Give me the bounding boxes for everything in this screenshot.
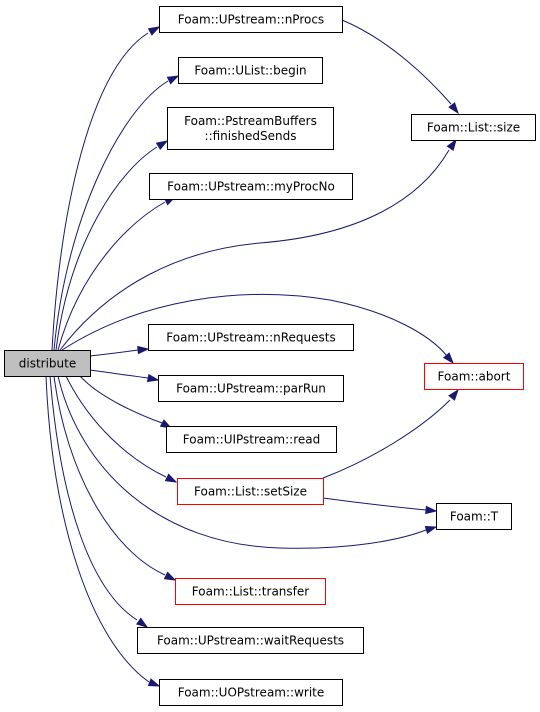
node-abort[interactable]: Foam::abort — [424, 363, 524, 390]
node-box — [159, 679, 343, 706]
node-parRun[interactable]: Foam::UPstream::parRun — [158, 375, 344, 402]
node-read[interactable]: Foam::UIPstream::read — [166, 426, 337, 453]
edge-distribute-to-transfer — [53, 375, 177, 581]
node-transfer[interactable]: Foam::List::transfer — [175, 578, 326, 605]
edge-line — [322, 497, 427, 511]
node-box — [159, 6, 343, 33]
node-label: Foam::PstreamBuffers — [184, 114, 317, 128]
edge-arrowhead — [137, 345, 150, 355]
edge-arrowhead — [155, 140, 169, 151]
edge-arrowhead — [164, 473, 178, 483]
edge-line — [79, 375, 163, 424]
edge-arrowhead — [135, 617, 149, 628]
edge-distribute-to-size — [59, 138, 457, 351]
edge-distribute-to-parRun — [89, 369, 160, 383]
edge-distribute-to-nRequests — [89, 345, 150, 357]
node-box — [137, 627, 364, 654]
node-waitRequests[interactable]: Foam::UPstream::waitRequests — [137, 627, 364, 654]
edge-arrowhead — [448, 102, 459, 115]
edge-distribute-to-waitRequests — [49, 375, 149, 628]
edge-arrowhead — [147, 26, 161, 36]
edge-line — [51, 32, 149, 351]
node-label: Foam::UPstream::parRun — [176, 382, 326, 396]
node-label: Foam::UPstream::nProcs — [178, 13, 324, 27]
node-size[interactable]: Foam::List::size — [411, 114, 536, 141]
node-label: Foam::UPstream::waitRequests — [157, 634, 344, 648]
edge-arrowhead — [147, 678, 161, 687]
edge-line — [89, 349, 139, 357]
node-label: Foam::UIPstream::read — [183, 433, 320, 447]
edge-arrowhead — [163, 571, 177, 581]
edge-line — [59, 149, 450, 351]
node-label: Foam::UList::begin — [194, 64, 306, 78]
edge-arrowhead — [146, 373, 160, 383]
edge-line — [322, 399, 451, 479]
node-nRequests[interactable]: Foam::UPstream::nRequests — [148, 324, 354, 351]
node-box — [158, 375, 344, 402]
node-label: Foam::T — [450, 510, 499, 524]
edge-line — [65, 375, 167, 478]
node-label: Foam::UPstream::myProcNo — [167, 180, 335, 194]
edge-arrowhead — [442, 352, 454, 365]
edge-line — [61, 293, 448, 357]
node-write[interactable]: Foam::UOPstream::write — [159, 679, 343, 706]
node-label: Foam::List::transfer — [192, 585, 309, 599]
node-label: Foam::UOPstream::write — [178, 686, 325, 700]
edge-line — [53, 375, 166, 576]
node-box — [177, 478, 324, 505]
nodes-layer: distribute Foam::UPstream::nProcsFoam::UL… — [4, 6, 536, 706]
edge-distribute-to-setSize — [65, 375, 178, 483]
node-label: distribute — [19, 357, 77, 371]
node-label: ::finishedSends — [205, 129, 297, 143]
node-box — [436, 503, 512, 530]
edge-setSize-to-T — [322, 497, 438, 515]
edge-line — [57, 201, 166, 351]
edge-arrowhead — [448, 388, 459, 401]
node-label: Foam::UPstream::nRequests — [166, 331, 336, 345]
node-box — [4, 350, 91, 377]
edge-line — [55, 146, 158, 351]
edge-distribute-to-nProcs — [51, 26, 161, 351]
node-label: Foam::abort — [438, 370, 511, 384]
node-box — [424, 363, 524, 390]
edge-arrowhead — [425, 505, 438, 515]
edge-line — [49, 375, 138, 621]
edge-arrowhead — [166, 75, 180, 85]
edge-line — [57, 375, 427, 549]
node-finishedSends[interactable]: Foam::PstreamBuffers::finishedSends — [167, 107, 334, 150]
edge-line — [45, 375, 150, 683]
node-myProcNo[interactable]: Foam::UPstream::myProcNo — [149, 173, 353, 200]
edge-arrowhead — [424, 525, 438, 535]
node-box — [148, 324, 354, 351]
edge-distribute-to-write — [45, 375, 161, 687]
node-label: Foam::List::size — [427, 121, 520, 135]
edge-distribute-to-finishedSends — [55, 140, 169, 351]
node-begin[interactable]: Foam::UList::begin — [178, 57, 323, 84]
node-distribute[interactable]: distribute — [4, 350, 91, 377]
node-box — [411, 114, 536, 141]
edge-line — [53, 80, 169, 351]
node-box — [167, 107, 334, 150]
node-setSize[interactable]: Foam::List::setSize — [177, 478, 324, 505]
node-T[interactable]: Foam::T — [436, 503, 512, 530]
edge-line — [341, 19, 452, 105]
edge-nProcs-to-size — [341, 19, 459, 115]
edge-setSize-to-abort — [322, 388, 459, 479]
edge-distribute-to-abort — [61, 293, 454, 365]
edge-distribute-to-read — [79, 375, 173, 429]
node-box — [178, 57, 323, 84]
node-box — [166, 426, 337, 453]
node-nProcs[interactable]: Foam::UPstream::nProcs — [159, 6, 343, 33]
node-label: Foam::List::setSize — [194, 485, 307, 499]
node-box — [175, 578, 326, 605]
edge-distribute-to-T — [57, 375, 438, 549]
edge-distribute-to-begin — [53, 75, 180, 351]
node-box — [149, 173, 353, 200]
edges-layer — [45, 19, 459, 687]
edge-arrowhead — [446, 138, 457, 152]
edge-line — [89, 369, 149, 379]
